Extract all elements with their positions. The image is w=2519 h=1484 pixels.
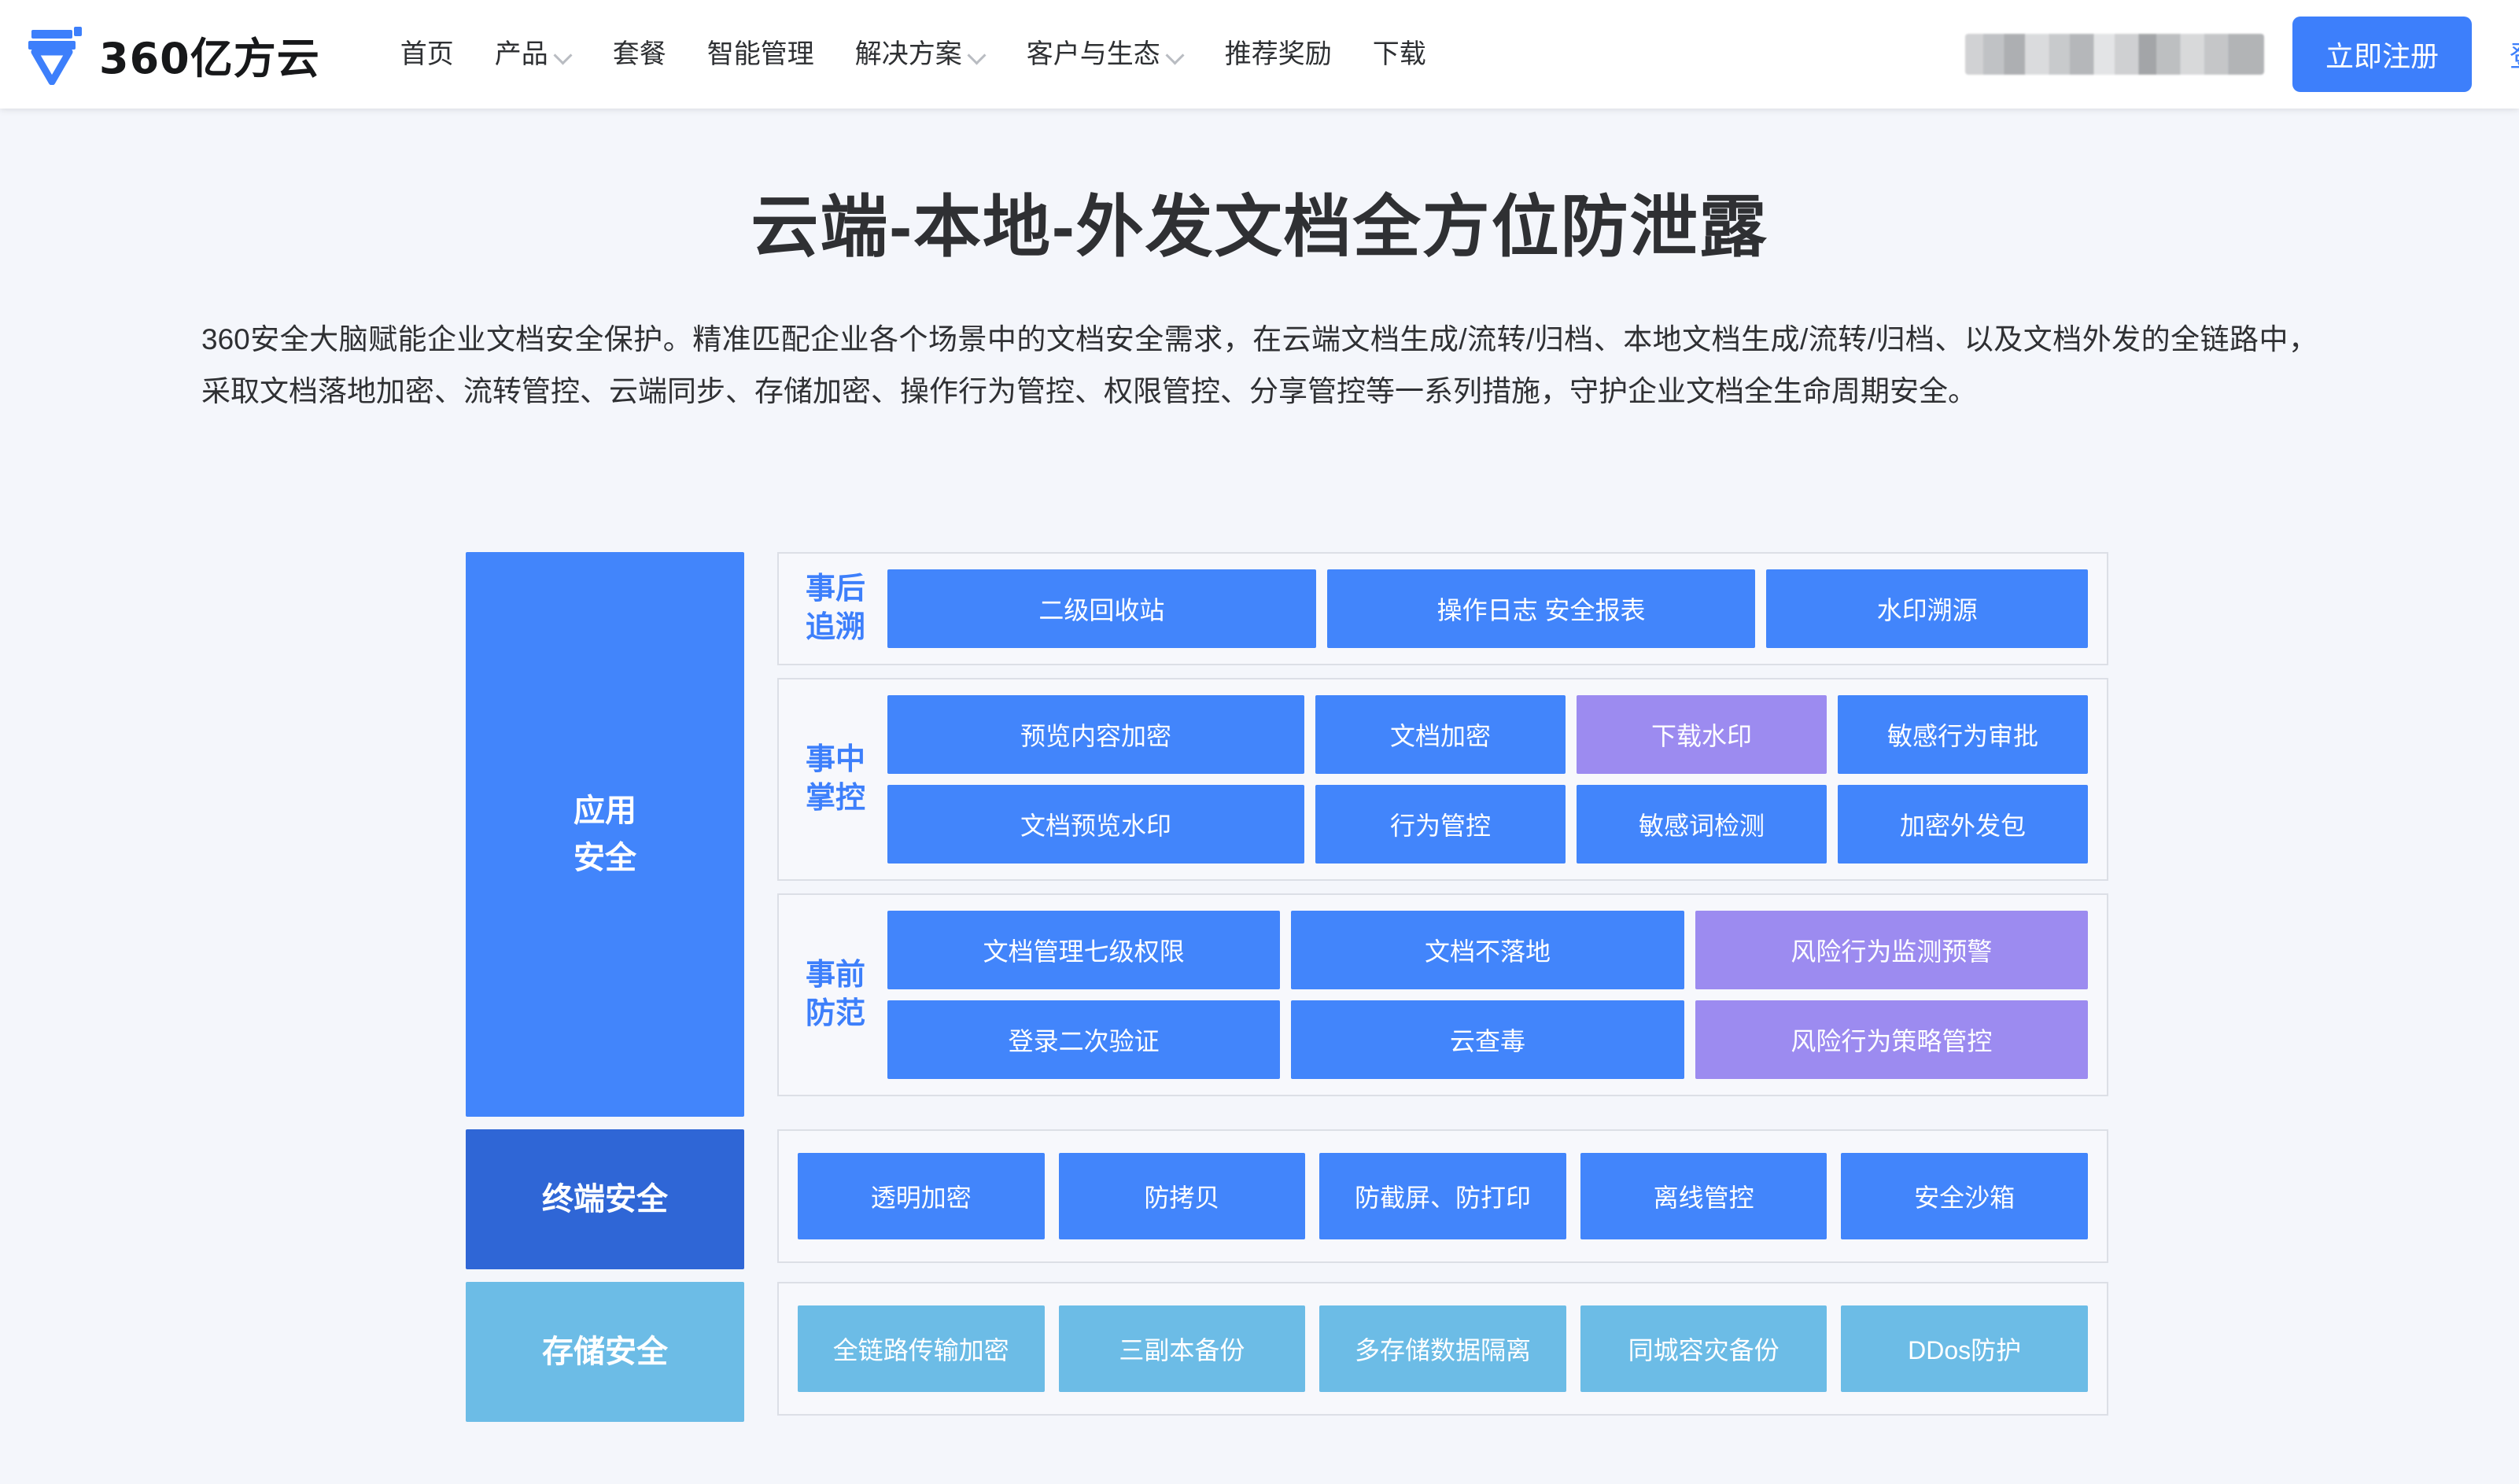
nav-label: 智能管理 xyxy=(706,39,814,69)
yifangyun-logo-icon xyxy=(28,27,82,85)
feature-tile[interactable]: 透明加密 xyxy=(798,1153,1045,1239)
layer-label-application-security: 应用 安全 xyxy=(466,552,744,1117)
feature-tile[interactable]: 风险行为监测预警 xyxy=(1695,911,2088,989)
nav-label: 首页 xyxy=(400,39,454,69)
phase-group: 事中 掌控预览内容加密文档加密下载水印敏感行为审批文档预览水印行为管控敏感词检测… xyxy=(777,678,2108,881)
feature-tile[interactable]: 文档不落地 xyxy=(1291,911,1684,989)
header-actions: 立即注册 登录 xyxy=(1964,0,2519,109)
nav-item-customers-ecosystem[interactable]: 客户与生态 xyxy=(1025,33,1186,75)
feature-tile[interactable]: 登录二次验证 xyxy=(887,1000,1281,1079)
feature-tile[interactable]: 安全沙箱 xyxy=(1841,1153,2088,1239)
layer-application-security: 应用 安全事后 追溯二级回收站操作日志 安全报表水印溯源事中 掌控预览内容加密文… xyxy=(466,552,2108,1117)
feature-tile[interactable]: 下载水印 xyxy=(1577,695,1827,774)
feature-tile[interactable]: 操作日志 安全报表 xyxy=(1326,569,1756,648)
tile-grid: 文档管理七级权限文档不落地风险行为监测预警登录二次验证云查毒风险行为策略管控 xyxy=(887,911,2088,1079)
feature-tile[interactable]: 风险行为策略管控 xyxy=(1695,1000,2088,1079)
nav-label: 客户与生态 xyxy=(1026,39,1160,69)
feature-tile[interactable]: 同城容灾备份 xyxy=(1580,1305,1827,1392)
feature-tile[interactable]: 敏感词检测 xyxy=(1577,785,1827,864)
nav-label: 推荐奖励 xyxy=(1224,39,1332,69)
feature-tile[interactable]: 二级回收站 xyxy=(887,569,1316,648)
feature-tile[interactable]: 云查毒 xyxy=(1291,1000,1684,1079)
layer-label-storage-security: 存储安全 xyxy=(466,1282,744,1422)
register-button[interactable]: 立即注册 xyxy=(2292,17,2472,92)
security-architecture-diagram: 应用 安全事后 追溯二级回收站操作日志 安全报表水印溯源事中 掌控预览内容加密文… xyxy=(466,552,2108,1434)
phase-group-label: 事中 掌控 xyxy=(805,742,865,815)
phase-group: 事前 防范文档管理七级权限文档不落地风险行为监测预警登录二次验证云查毒风险行为策… xyxy=(777,893,2108,1096)
site-header: 360亿方云 首页 产品 套餐 智能管理 解决方案 客户与生态 推荐奖励 下载 xyxy=(0,0,2519,109)
layer-label-terminal-security: 终端安全 xyxy=(466,1129,744,1269)
layer-terminal-security: 终端安全透明加密防拷贝防截屏、防打印离线管控安全沙箱 xyxy=(466,1129,2108,1269)
nav-label: 下载 xyxy=(1372,39,1426,69)
tile-row: 预览内容加密文档加密下载水印敏感行为审批 xyxy=(887,695,2088,774)
nav-label: 解决方案 xyxy=(854,39,962,69)
phase-group: 事后 追溯二级回收站操作日志 安全报表水印溯源 xyxy=(777,552,2108,665)
phase-group-label: 事前 防范 xyxy=(805,958,865,1030)
chevron-down-icon xyxy=(1167,47,1184,64)
feature-tile[interactable]: 文档管理七级权限 xyxy=(887,911,1281,989)
nav-item-smart-management[interactable]: 智能管理 xyxy=(706,33,816,75)
hero-section: 云端-本地-外发文档全方位防泄露 360安全大脑赋能企业文档安全保护。精准匹配企… xyxy=(0,109,2519,418)
nav-label: 套餐 xyxy=(612,39,666,69)
feature-tile[interactable]: 离线管控 xyxy=(1580,1153,1827,1239)
layer-body: 透明加密防拷贝防截屏、防打印离线管控安全沙箱 xyxy=(777,1129,2108,1269)
feature-tile[interactable]: 多存储数据隔离 xyxy=(1319,1305,1566,1392)
nav-item-referral-rewards[interactable]: 推荐奖励 xyxy=(1223,33,1333,75)
chevron-down-icon xyxy=(555,47,572,64)
tile-grid: 预览内容加密文档加密下载水印敏感行为审批文档预览水印行为管控敏感词检测加密外发包 xyxy=(887,695,2088,864)
tile-row: 二级回收站操作日志 安全报表水印溯源 xyxy=(887,569,2089,648)
tile-grid: 二级回收站操作日志 安全报表水印溯源 xyxy=(887,569,2089,648)
tile-row: 文档预览水印行为管控敏感词检测加密外发包 xyxy=(887,785,2088,864)
feature-tile[interactable]: 水印溯源 xyxy=(1766,569,2089,648)
nav-item-download[interactable]: 下载 xyxy=(1371,33,1428,75)
feature-tile[interactable]: 防拷贝 xyxy=(1058,1153,1306,1239)
feature-tile[interactable]: 文档预览水印 xyxy=(887,785,1304,864)
feature-tile[interactable]: 防截屏、防打印 xyxy=(1319,1153,1566,1239)
page-title: 云端-本地-外发文档全方位防泄露 xyxy=(751,190,1768,265)
brand-logo[interactable]: 360亿方云 xyxy=(27,24,320,86)
feature-tile[interactable]: 预览内容加密 xyxy=(887,695,1304,774)
feature-tile[interactable]: 三副本备份 xyxy=(1058,1305,1306,1392)
tile-grid: 透明加密防拷贝防截屏、防打印离线管控安全沙箱 xyxy=(798,1153,2088,1239)
tile-row: 登录二次验证云查毒风险行为策略管控 xyxy=(887,1000,2088,1079)
chevron-down-icon xyxy=(968,47,986,64)
nav-item-solutions[interactable]: 解决方案 xyxy=(854,33,987,75)
nav-label: 产品 xyxy=(494,39,548,69)
tile-row: 文档管理七级权限文档不落地风险行为监测预警 xyxy=(887,911,2088,989)
feature-tile[interactable]: 敏感行为审批 xyxy=(1838,695,2088,774)
phase-group-label: 事后 追溯 xyxy=(805,572,865,644)
nav-item-home[interactable]: 首页 xyxy=(399,33,455,75)
tile-row: 透明加密防拷贝防截屏、防打印离线管控安全沙箱 xyxy=(798,1153,2088,1239)
feature-tile[interactable]: DDos防护 xyxy=(1841,1305,2088,1392)
phase-group: 透明加密防拷贝防截屏、防打印离线管控安全沙箱 xyxy=(777,1129,2108,1263)
nav-item-plans[interactable]: 套餐 xyxy=(611,33,668,75)
layer-body: 事后 追溯二级回收站操作日志 安全报表水印溯源事中 掌控预览内容加密文档加密下载… xyxy=(777,552,2108,1117)
nav-item-products[interactable]: 产品 xyxy=(493,33,574,75)
main-nav: 首页 产品 套餐 智能管理 解决方案 客户与生态 推荐奖励 下载 xyxy=(399,0,1428,109)
redacted-account-text xyxy=(1964,34,2264,75)
feature-tile[interactable]: 加密外发包 xyxy=(1838,785,2088,864)
feature-tile[interactable]: 文档加密 xyxy=(1315,695,1566,774)
login-link[interactable]: 登录 xyxy=(2510,34,2519,75)
feature-tile[interactable]: 行为管控 xyxy=(1315,785,1566,864)
feature-tile[interactable]: 全链路传输加密 xyxy=(798,1305,1045,1392)
brand-name: 360亿方云 xyxy=(99,33,320,83)
page-description: 360安全大脑赋能企业文档安全保护。精准匹配企业各个场景中的文档安全需求，在云端… xyxy=(201,323,2318,408)
